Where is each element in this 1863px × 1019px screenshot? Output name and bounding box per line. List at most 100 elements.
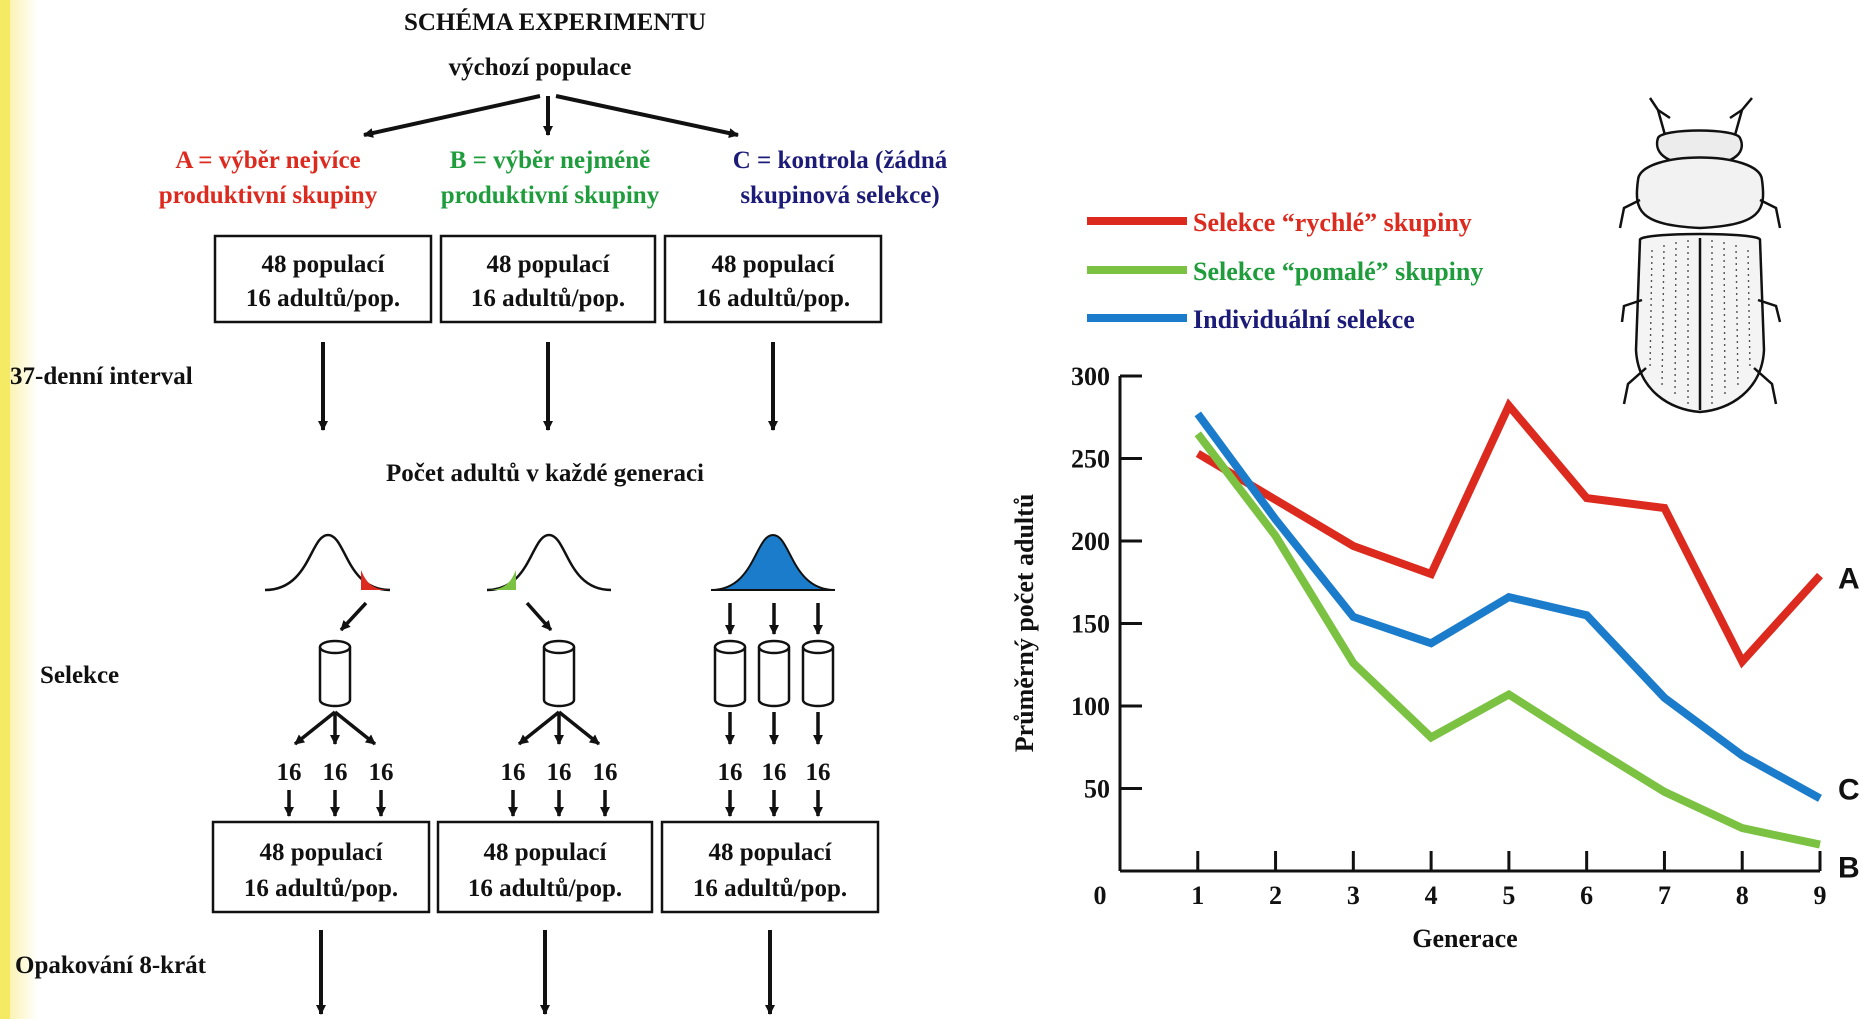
series-end-label: A	[1838, 563, 1860, 596]
chart-series	[1194, 398, 1823, 849]
box-line2: 16 adultů/pop.	[246, 285, 400, 312]
slide-canvas: SCHÉMA EXPERIMENTU výchozí populace A = …	[10, 8, 1860, 1015]
y-tick-label: 50	[1084, 775, 1110, 804]
series-line	[1195, 398, 1823, 669]
split-arrows	[363, 94, 739, 139]
count-number: 16	[277, 759, 302, 786]
legend-label-fast: Selekce “rychlé” skupiny	[1193, 208, 1472, 237]
box-line2: 16 adultů/pop.	[468, 875, 622, 902]
arrow-icon	[555, 94, 739, 139]
slide-panel: SCHÉMA EXPERIMENTU výchozí populace A = …	[10, 0, 1863, 1019]
count-arrows	[284, 790, 823, 817]
box-line2: 16 adultů/pop.	[244, 875, 398, 902]
cylinder-icon	[757, 639, 791, 708]
x-tick-label: 8	[1736, 881, 1749, 910]
x-tick-label: 6	[1580, 881, 1593, 910]
arrow-icon	[293, 710, 337, 746]
cylinders	[318, 639, 835, 708]
legend-label-slow: Selekce “pomalé” skupiny	[1193, 257, 1483, 286]
count-number: 16	[501, 759, 526, 786]
interval-label: 37-denní interval	[10, 363, 193, 390]
x-axis-label: Generace	[1412, 924, 1517, 953]
count-number: 16	[593, 759, 618, 786]
cylinder-icon	[318, 639, 352, 708]
selection-label: Selekce	[40, 662, 119, 689]
repeat-arrows	[316, 930, 775, 1015]
group-a-line2: produktivní skupiny	[159, 182, 378, 209]
series-end-labels: A B C	[1838, 563, 1860, 885]
count-number: 16	[806, 759, 831, 786]
count-number: 16	[762, 759, 787, 786]
box-line2: 16 adultů/pop.	[471, 285, 625, 312]
box-line1: 48 populací	[487, 251, 611, 278]
count-number: 16	[323, 759, 348, 786]
group-a-line1: A = výběr nejvíce	[175, 147, 360, 174]
cylinder-icon	[542, 639, 576, 708]
box-line1: 48 populací	[712, 251, 836, 278]
count-number: 16	[369, 759, 394, 786]
count-numbers: 16 16 16 16 16 16 16 16 16	[277, 759, 831, 786]
group-c-line2: skupinová selekce)	[740, 182, 939, 209]
series-end-label: B	[1838, 852, 1860, 885]
arrow-icon	[517, 710, 561, 746]
box-line1: 48 populací	[484, 839, 608, 866]
population-box-b-bottom: 48 populací 16 adultů/pop.	[436, 820, 654, 914]
x-tick-label: 9	[1814, 881, 1827, 910]
count-number: 16	[718, 759, 743, 786]
interval-arrows	[318, 342, 778, 431]
population-box-a: 48 populací 16 adultů/pop.	[213, 234, 433, 324]
y-tick-label: 100	[1071, 692, 1110, 721]
x-tick-label: 7	[1658, 881, 1671, 910]
cylinder-icon	[713, 639, 747, 708]
series-end-label: C	[1838, 773, 1860, 806]
top-boxes: 48 populací 16 adultů/pop. 48 populací 1…	[213, 234, 883, 324]
y-tick-label: 250	[1071, 445, 1110, 474]
population-box-a-bottom: 48 populací 16 adultů/pop.	[211, 820, 431, 914]
cylinder-icon	[801, 639, 835, 708]
y-tick-label: 200	[1071, 527, 1110, 556]
experiment-scheme: SCHÉMA EXPERIMENTU výchozí populace A = …	[10, 8, 948, 1015]
population-box-b: 48 populací 16 adultů/pop.	[439, 234, 657, 324]
scheme-title: SCHÉMA EXPERIMENTU	[404, 8, 706, 36]
series-line	[1194, 431, 1821, 849]
box-line1: 48 populací	[260, 839, 384, 866]
arrow-icon	[339, 601, 368, 632]
chart-legend: Selekce “rychlé” skupiny Selekce “pomalé…	[1087, 208, 1483, 334]
arrow-icon	[333, 710, 377, 746]
population-box-c: 48 populací 16 adultů/pop.	[663, 234, 883, 324]
x-tick-label: 0	[1094, 881, 1107, 910]
box-line2: 16 adultů/pop.	[696, 285, 850, 312]
bell-curve-icon	[264, 533, 391, 592]
y-tick-label: 300	[1071, 362, 1110, 391]
y-ticks: 50 100 150 200 250 300	[1071, 362, 1142, 804]
y-tick-label: 150	[1071, 610, 1110, 639]
series-line	[1194, 411, 1822, 802]
arrow-icon	[557, 710, 601, 746]
legend-label-individual: Individuální selekce	[1193, 305, 1415, 334]
start-population-label: výchozí populace	[449, 54, 632, 81]
group-b-line2: produktivní skupiny	[441, 182, 660, 209]
count-label: Počet adultů v každé generaci	[386, 460, 704, 487]
y-axis-label: Průměrný počet adultů	[1010, 494, 1039, 753]
box-line1: 48 populací	[262, 251, 386, 278]
repeat-label: Opakování 8-krát	[15, 952, 207, 979]
box-line2: 16 adultů/pop.	[693, 875, 847, 902]
arrow-icon	[363, 94, 541, 138]
bell-curve-icon	[486, 533, 612, 592]
selection-arrows	[339, 601, 823, 635]
beetle-illustration-icon	[1618, 97, 1782, 414]
box-line1: 48 populací	[709, 839, 833, 866]
group-c-line1: C = kontrola (žádná	[733, 147, 948, 174]
x-tick-label: 5	[1502, 881, 1515, 910]
x-tick-label: 2	[1269, 881, 1282, 910]
bell-curve-icon	[710, 533, 836, 591]
x-tick-label: 1	[1191, 881, 1204, 910]
population-box-c-bottom: 48 populací 16 adultů/pop.	[660, 820, 880, 914]
x-tick-label: 4	[1425, 881, 1438, 910]
arrow-icon	[525, 601, 553, 632]
split-arrows-lower	[293, 710, 823, 746]
group-b-line1: B = výběr nejméně	[450, 147, 651, 174]
bottom-boxes: 48 populací 16 adultů/pop. 48 populací 1…	[211, 820, 880, 914]
